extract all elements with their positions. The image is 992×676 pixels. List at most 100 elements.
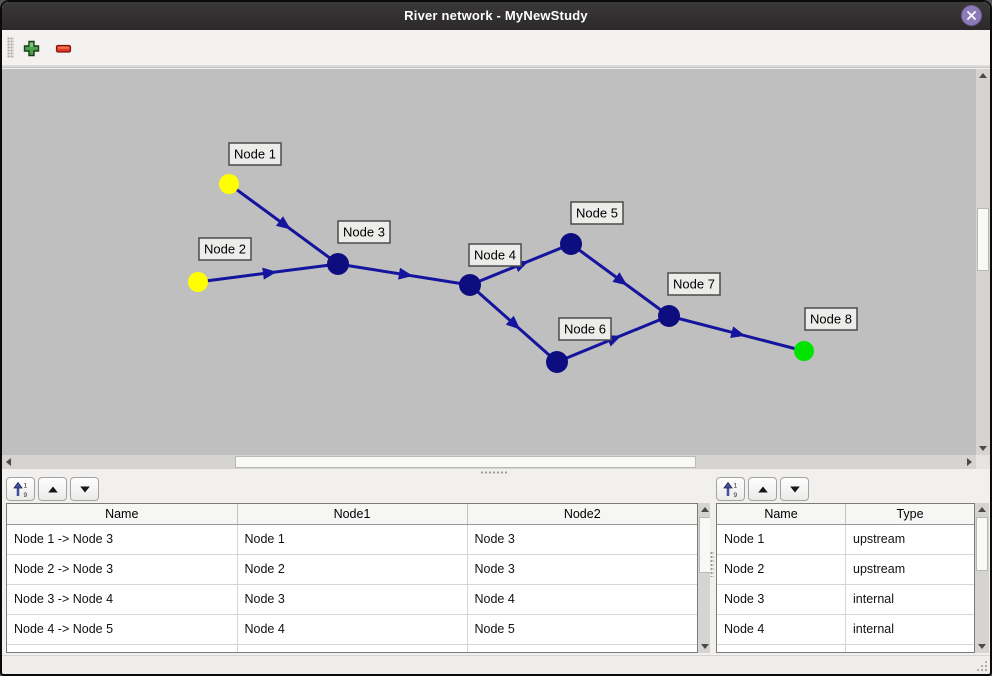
- table-cell[interactable]: Node 4: [717, 614, 846, 645]
- up-triangle-icon: [757, 486, 768, 492]
- table-cell[interactable]: Node 2: [717, 554, 846, 585]
- table-cell[interactable]: Node 4: [237, 614, 468, 645]
- node-toolbar: 1 9: [714, 475, 990, 503]
- node-table-vscrollbar[interactable]: [975, 503, 989, 653]
- node-sort-button[interactable]: 1 9: [716, 477, 745, 501]
- close-button[interactable]: [961, 5, 982, 26]
- table-cell[interactable]: Node 3 -> Node 4: [7, 584, 238, 615]
- table-cell[interactable]: Node 3: [467, 524, 697, 555]
- branch-move-down-button[interactable]: [70, 477, 99, 501]
- table-cell[interactable]: Node 5: [467, 614, 697, 645]
- sort-ascending-icon: 1 9: [722, 481, 737, 498]
- node-circle[interactable]: [560, 233, 582, 255]
- node-circle[interactable]: [188, 272, 208, 292]
- node-circle[interactable]: [794, 341, 814, 361]
- node-circle[interactable]: [459, 274, 481, 296]
- minus-icon: [55, 44, 72, 53]
- scroll-right-button[interactable]: [963, 455, 976, 469]
- edge-arrow-icon: [612, 272, 628, 286]
- table-cell[interactable]: Node 3: [237, 584, 468, 615]
- branch-move-up-button[interactable]: [38, 477, 67, 501]
- right-arrow-icon: [967, 458, 972, 466]
- table-cell[interactable]: [845, 644, 974, 652]
- remove-button[interactable]: [55, 40, 72, 57]
- column-header[interactable]: Type: [845, 504, 974, 525]
- scroll-down-button[interactable]: [976, 442, 990, 455]
- up-arrow-icon: [978, 507, 986, 512]
- hscroll-thumb[interactable]: [235, 456, 696, 468]
- titlebar[interactable]: River network - MyNewStudy: [2, 2, 990, 30]
- node-circle[interactable]: [327, 253, 349, 275]
- table-cell[interactable]: [237, 644, 468, 652]
- table-cell[interactable]: Node 4 -> Node 5: [7, 614, 238, 645]
- scrollbar-corner: [976, 455, 990, 469]
- canvas-vscrollbar[interactable]: [976, 69, 990, 455]
- scroll-up-button[interactable]: [698, 503, 712, 516]
- node-circle[interactable]: [219, 174, 239, 194]
- svg-text:1: 1: [23, 482, 27, 489]
- resize-grip-icon[interactable]: [976, 660, 987, 671]
- add-button[interactable]: [23, 40, 40, 57]
- svg-text:1: 1: [733, 482, 737, 489]
- toolbar-drag-handle[interactable]: [7, 37, 14, 58]
- branch-sort-button[interactable]: 1 9: [6, 477, 35, 501]
- splitter-handle-icon: [480, 471, 508, 474]
- edge-arrow-icon: [262, 267, 277, 280]
- table-cell[interactable]: Node 1: [717, 524, 846, 555]
- horizontal-splitter[interactable]: [2, 469, 990, 475]
- node-label: Node 3: [343, 225, 385, 240]
- table-cell[interactable]: [467, 644, 697, 652]
- table-cell[interactable]: Node 1: [237, 524, 468, 555]
- vscroll-thumb[interactable]: [977, 208, 989, 271]
- table-cell[interactable]: Node 1 -> Node 3: [7, 524, 238, 555]
- branch-table-vscrollbar[interactable]: [698, 503, 712, 653]
- scroll-left-button[interactable]: [2, 455, 15, 469]
- column-header[interactable]: Node1: [237, 504, 468, 525]
- up-triangle-icon: [47, 486, 58, 492]
- statusbar: [2, 655, 990, 674]
- canvas-hscrollbar[interactable]: [2, 455, 976, 469]
- table-row[interactable]: [7, 644, 697, 652]
- table-cell[interactable]: Node 2 -> Node 3: [7, 554, 238, 585]
- scroll-down-button[interactable]: [698, 640, 712, 653]
- scroll-up-button[interactable]: [975, 503, 989, 516]
- edge-arrow-icon: [398, 267, 413, 280]
- table-cell[interactable]: Node 3: [717, 584, 846, 615]
- node-label-box: [198, 237, 252, 261]
- vscroll-thumb[interactable]: [976, 517, 988, 571]
- column-header[interactable]: Name: [7, 504, 238, 525]
- edge-arrow-icon: [275, 216, 291, 230]
- column-header[interactable]: Name: [717, 504, 846, 525]
- node-circle[interactable]: [658, 305, 680, 327]
- node-label-box: [337, 220, 391, 244]
- main-toolbar: [2, 30, 990, 68]
- vertical-splitter[interactable]: [710, 475, 714, 655]
- table-cell[interactable]: upstream: [845, 554, 974, 585]
- table-cell[interactable]: internal: [845, 614, 974, 645]
- scroll-up-button[interactable]: [976, 69, 990, 82]
- scroll-down-button[interactable]: [975, 640, 989, 653]
- table-cell[interactable]: Node 3: [467, 554, 697, 585]
- node-circle[interactable]: [546, 351, 568, 373]
- table-row[interactable]: [717, 644, 974, 652]
- table-cell[interactable]: Node 2: [237, 554, 468, 585]
- node-move-down-button[interactable]: [780, 477, 809, 501]
- table-cell[interactable]: upstream: [845, 524, 974, 555]
- table-cell[interactable]: [717, 644, 846, 652]
- column-header[interactable]: Node2: [467, 504, 697, 525]
- table-cell[interactable]: Node 4: [467, 584, 697, 615]
- table-cell[interactable]: internal: [845, 584, 974, 615]
- table-cell[interactable]: [7, 644, 238, 652]
- node-move-up-button[interactable]: [748, 477, 777, 501]
